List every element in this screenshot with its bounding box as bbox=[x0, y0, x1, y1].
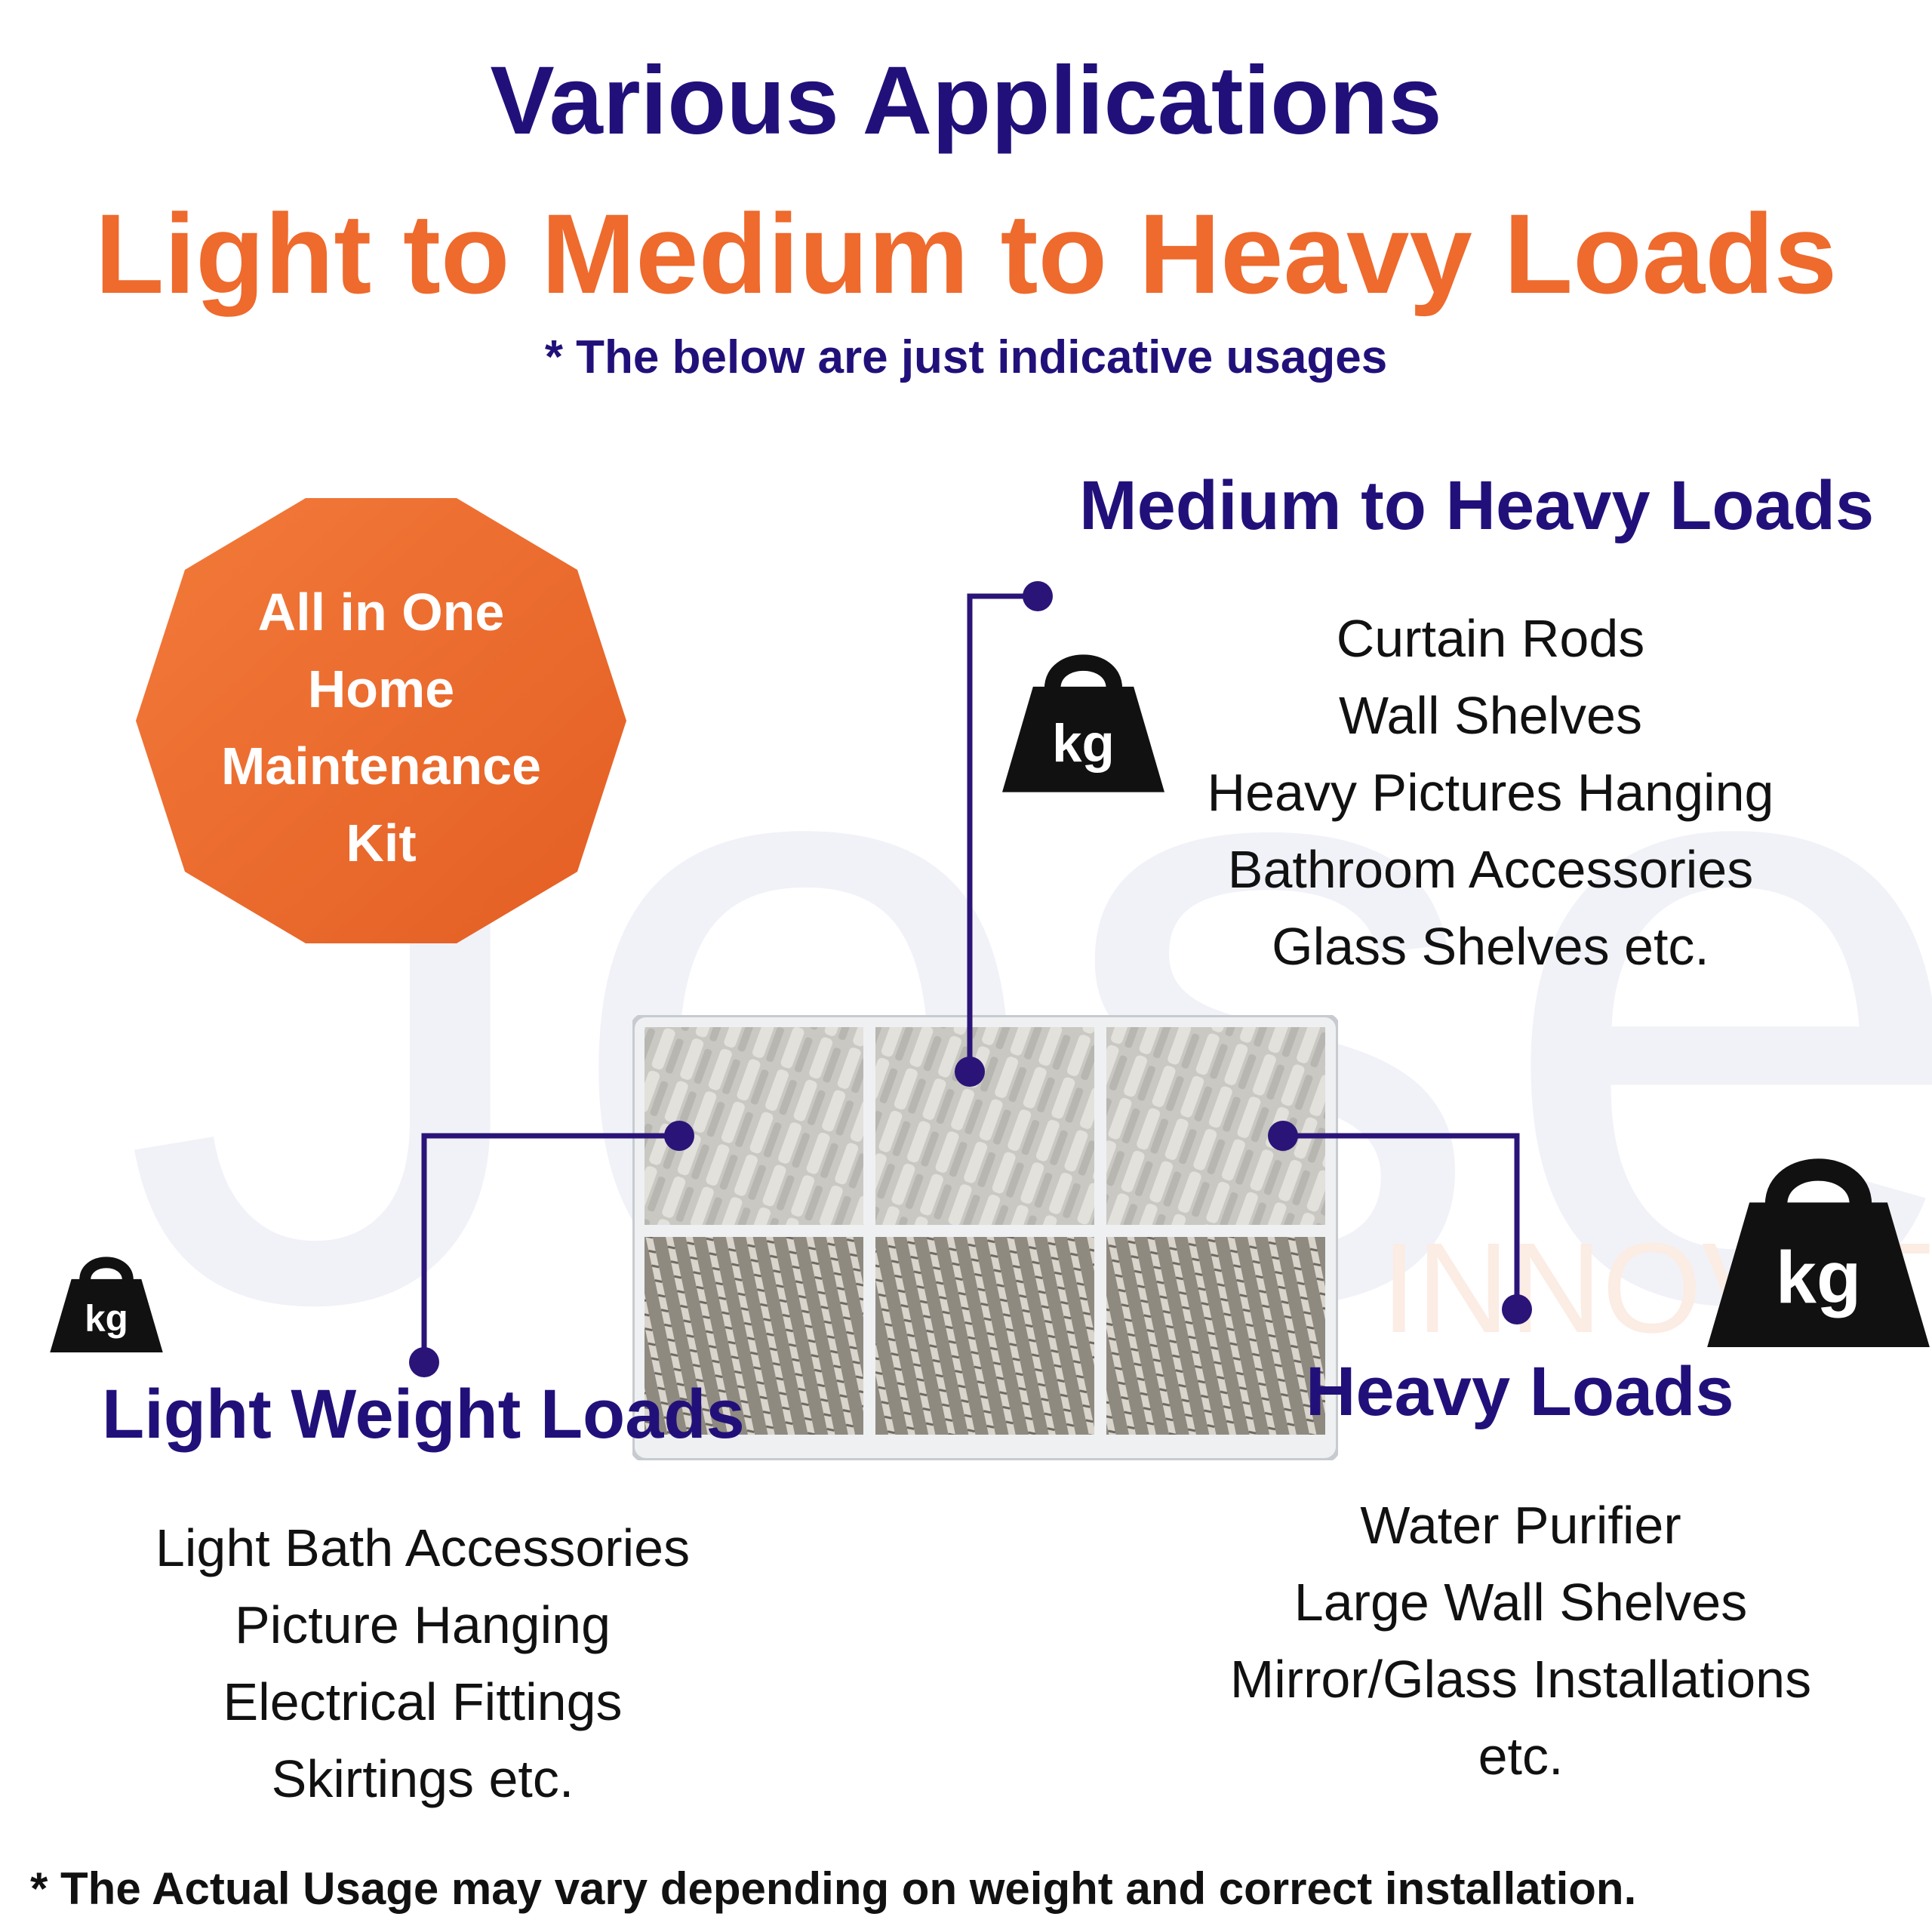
connector-dot bbox=[409, 1347, 439, 1377]
list-heavy: Water Purifier Large Wall Shelves Mirror… bbox=[1162, 1487, 1879, 1795]
list-item: Water Purifier bbox=[1360, 1496, 1681, 1555]
badge-text: All in One Home Maintenance Kit bbox=[136, 574, 626, 881]
list-item: etc. bbox=[1478, 1727, 1564, 1786]
connector-light bbox=[421, 1133, 679, 1362]
heading-heavy: Heavy Loads bbox=[1306, 1353, 1734, 1430]
list-item: Picture Hanging bbox=[234, 1595, 611, 1654]
list-item: Skirtings etc. bbox=[271, 1749, 574, 1808]
indicative-note: * The below are just indicative usages bbox=[544, 331, 1388, 383]
badge-line: All in One bbox=[257, 583, 505, 641]
kit-badge bbox=[136, 498, 626, 943]
heading-light: Light Weight Loads bbox=[102, 1376, 745, 1453]
disclaimer: * The Actual Usage may vary depending on… bbox=[30, 1863, 1637, 1914]
compartment bbox=[875, 1237, 1094, 1435]
compartment bbox=[1106, 1237, 1325, 1435]
connector-dot bbox=[1023, 581, 1053, 611]
weight-kg-icon-medium: kg bbox=[1002, 654, 1164, 792]
list-item: Heavy Pictures Hanging bbox=[1207, 763, 1774, 822]
kg-label: kg bbox=[1776, 1236, 1862, 1318]
list-item: Large Wall Shelves bbox=[1294, 1573, 1748, 1632]
list-light: Light Bath Accessories Picture Hanging E… bbox=[91, 1509, 755, 1817]
weight-kg-icon-light: kg bbox=[50, 1257, 163, 1352]
list-item: Glass Shelves etc. bbox=[1272, 917, 1709, 976]
badge-line: Maintenance bbox=[221, 737, 541, 795]
connector-dot bbox=[955, 1057, 985, 1087]
page-title: Various Applications bbox=[490, 47, 1442, 155]
badge-shape bbox=[136, 498, 626, 943]
list-item: Electrical Fittings bbox=[223, 1672, 623, 1731]
list-item: Bathroom Accessories bbox=[1227, 840, 1754, 899]
compartment bbox=[875, 1027, 1094, 1225]
badge-line: Home bbox=[307, 660, 455, 718]
connector-medium-heavy bbox=[967, 593, 1038, 1072]
badge-line: Kit bbox=[346, 814, 417, 872]
connector-dot bbox=[1268, 1121, 1298, 1151]
list-item: Light Bath Accessories bbox=[155, 1518, 691, 1577]
kg-label: kg bbox=[1052, 714, 1115, 774]
compartment bbox=[645, 1237, 863, 1435]
list-item: Mirror/Glass Installations bbox=[1229, 1650, 1812, 1709]
heading-medium-heavy: Medium to Heavy Loads bbox=[1079, 467, 1875, 544]
list-item: Wall Shelves bbox=[1339, 686, 1642, 745]
kg-label: kg bbox=[85, 1298, 128, 1340]
list-medium-heavy: Curtain Rods Wall Shelves Heavy Pictures… bbox=[1132, 600, 1849, 985]
connector-heavy bbox=[1283, 1133, 1520, 1309]
connector-dot bbox=[1502, 1294, 1532, 1324]
page-subtitle: Light to Medium to Heavy Loads bbox=[94, 190, 1838, 317]
connector-dot bbox=[664, 1121, 694, 1151]
weight-kg-icon-heavy: kg bbox=[1707, 1158, 1930, 1347]
list-item: Curtain Rods bbox=[1336, 609, 1645, 668]
